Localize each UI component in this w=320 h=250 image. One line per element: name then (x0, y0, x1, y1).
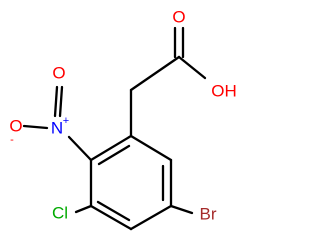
ring-inner-double-bond-bottom-left (96, 200, 131, 222)
ring-to-nitro-bond (67, 135, 93, 162)
chemical-structure-diagram: O OH O N + O - Cl Br (9, 8, 237, 231)
atom-labels: O OH O N + O - Cl Br (9, 8, 236, 224)
nitro-n-o-single-bond (22, 124, 49, 130)
nitro-n-o-double-bond-upper (58, 85, 64, 118)
nitro-nitrogen-label: N (51, 119, 63, 138)
ring-to-chlorine-bond (74, 204, 93, 214)
carboxyl-c-oh-bond (177, 55, 207, 80)
nitro-plus-charge: + (63, 115, 69, 127)
bromine-label: Br (200, 205, 217, 224)
ring-inner-double-bond-top-left (97, 144, 131, 166)
ring-to-bromine-bond (169, 204, 194, 215)
nitro-n-o-double-bond-lower (53, 85, 59, 118)
bond-lines (22, 26, 207, 231)
ring-bond-c5-c4 (129, 204, 173, 231)
carboxyl-to-ch2-bond (129, 55, 181, 92)
chlorine-label: Cl (52, 204, 68, 223)
carboxyl-oxygen-label: O (172, 8, 185, 27)
ring-bond-c4-c3 (89, 204, 133, 231)
nitro-oxygen-top-label: O (52, 64, 65, 83)
hydroxyl-label: OH (211, 82, 237, 101)
ring-bond-c2-c1 (89, 134, 133, 162)
ring-bond-c1-c6 (129, 134, 173, 162)
nitro-oxygen-bottom-label: O (9, 117, 22, 136)
nitro-minus-charge: - (10, 134, 14, 146)
